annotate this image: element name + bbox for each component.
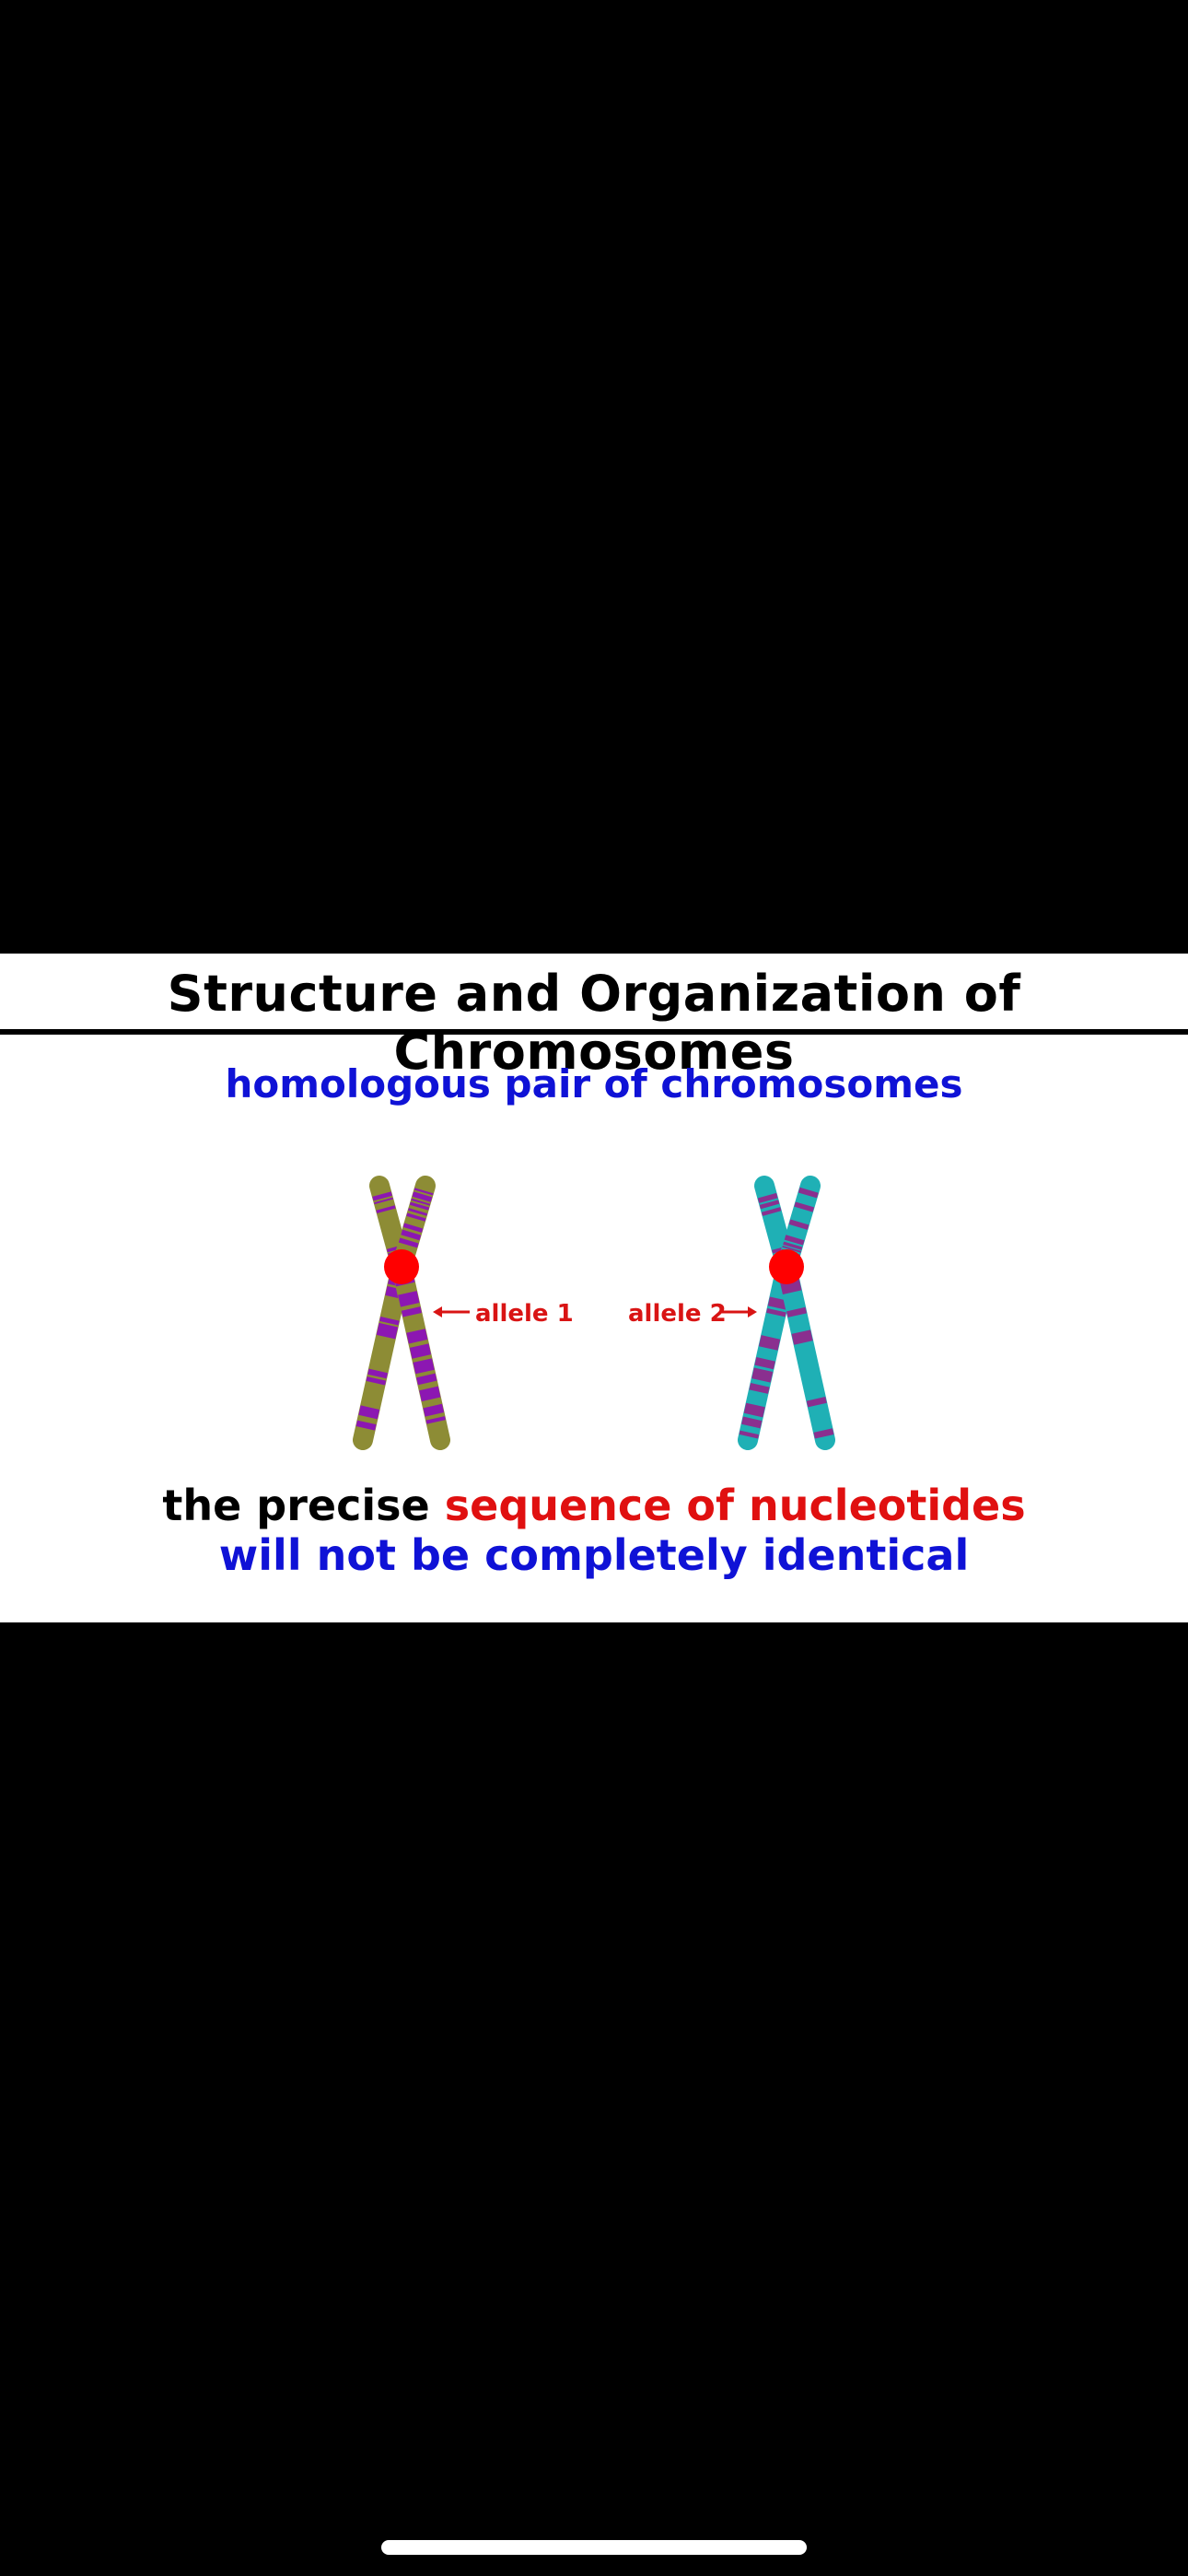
allele-2-label: allele 2	[628, 1300, 727, 1328]
title-divider	[0, 1029, 1188, 1035]
chromosome-band	[398, 1237, 419, 1248]
chromosome-band	[376, 1322, 399, 1340]
chromosome-band	[786, 1306, 807, 1317]
chromosome-band	[374, 1197, 393, 1205]
chromosome-band	[813, 1428, 834, 1439]
chromosome-band	[425, 1416, 446, 1424]
chromosome-band	[419, 1386, 441, 1402]
chromosome-band	[398, 1291, 420, 1307]
chromosome-band	[409, 1343, 432, 1359]
chromosome-band	[401, 1306, 422, 1317]
chromosome-band	[757, 1192, 778, 1203]
caption: the precise sequence of nucleotides will…	[0, 1481, 1188, 1580]
chromosome-band	[413, 1358, 435, 1375]
chromosome-band	[423, 1403, 445, 1417]
chromosome-band	[766, 1307, 786, 1317]
chromosome-band	[408, 1208, 428, 1216]
chromosome-band	[758, 1335, 781, 1351]
chromosome-band	[367, 1368, 389, 1379]
chromosome-band	[355, 1420, 377, 1431]
chromosome-band	[784, 1235, 805, 1246]
caption-line-2: will not be completely identical	[218, 1530, 970, 1580]
chromosome-band	[791, 1329, 813, 1345]
chromosome-band	[783, 1241, 803, 1250]
chromosome-band	[416, 1373, 437, 1386]
caption-line-1: the precise sequence of nucleotides	[0, 1481, 1188, 1530]
chromosome-diagram: allele 1 allele 2	[353, 1176, 835, 1450]
chromosome-band	[413, 1188, 434, 1196]
chromosome-band	[411, 1198, 431, 1206]
chromosome-band	[372, 1191, 392, 1201]
chromosome-band	[759, 1200, 780, 1210]
chromosome-band	[743, 1402, 765, 1418]
chromosome-band	[798, 1187, 819, 1199]
chromosome-band	[794, 1201, 815, 1212]
chromosome-band	[379, 1317, 400, 1326]
chromosome-1	[353, 1176, 450, 1450]
chromosome-band	[406, 1212, 426, 1222]
chromosome-band	[749, 1383, 770, 1394]
caption-text-plain: the precise	[162, 1481, 445, 1530]
chromosome-band	[406, 1329, 428, 1344]
chromosome-2	[738, 1176, 835, 1450]
chromosome-band	[754, 1357, 775, 1370]
chromosome-band	[761, 1207, 782, 1216]
chromosome-band	[412, 1191, 433, 1202]
chromosome-band	[409, 1201, 429, 1211]
allele-1-annotation: allele 1	[433, 1300, 574, 1328]
home-indicator[interactable]	[381, 2540, 807, 2555]
allele-1-arrowhead	[433, 1306, 442, 1317]
chromosome-band	[402, 1223, 424, 1233]
chromosome-band	[739, 1430, 760, 1439]
caption-text-highlight-red: sequence of nucleotides	[444, 1481, 1026, 1530]
allele-2-annotation: allele 2	[628, 1300, 757, 1328]
chromosome-arm	[776, 1257, 835, 1450]
centromere	[384, 1249, 419, 1284]
chromosome-band	[806, 1396, 827, 1408]
chromosome-band	[401, 1229, 422, 1241]
centromere	[769, 1249, 804, 1284]
chromosome-band	[751, 1367, 774, 1383]
chromosome-band	[782, 1245, 802, 1253]
chromosome-band	[376, 1205, 396, 1214]
chromosome-band	[358, 1405, 380, 1420]
chromosome-band	[788, 1219, 809, 1230]
allele-1-label: allele 1	[475, 1300, 574, 1328]
chromosome-band	[741, 1416, 763, 1429]
chromosome-band	[366, 1376, 387, 1386]
allele-2-arrowhead	[748, 1306, 757, 1317]
slide-subtitle: homologous pair of chromosomes	[225, 1061, 963, 1107]
slide: Structure and Organization of Chromosome…	[0, 954, 1188, 1622]
